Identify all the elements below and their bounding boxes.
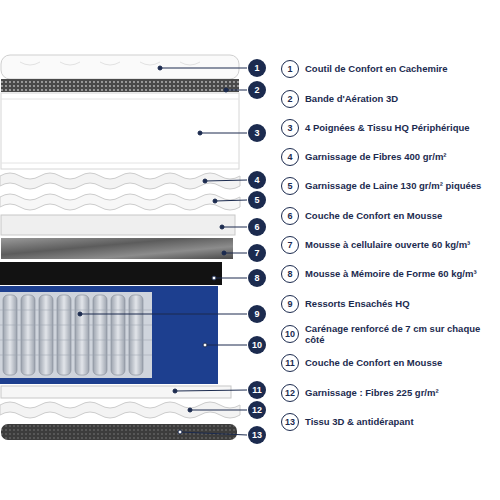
number-text: 9 — [254, 310, 259, 319]
non-slip-fabric — [1, 424, 237, 440]
callout-number: 9 — [248, 305, 266, 323]
callout-number: 4 — [248, 171, 266, 189]
list-number: 1 — [281, 60, 299, 78]
number-text: 3 — [254, 129, 259, 138]
callout-number: 1 — [248, 59, 266, 77]
number-text: 10 — [285, 330, 295, 339]
list-number: 11 — [281, 354, 299, 372]
number-text: 2 — [254, 86, 259, 95]
part-label: Carénage renforcé de 7 cm sur chaque côt… — [305, 323, 495, 346]
number-text: 8 — [254, 274, 259, 283]
wool-layer — [0, 194, 240, 210]
callout-number: 6 — [248, 218, 266, 236]
cover-layer — [1, 55, 239, 79]
number-text: 10 — [252, 341, 262, 350]
callout-number: 11 — [248, 381, 266, 399]
part-label: Garnissage de Fibres 400 gr/m² — [305, 151, 495, 162]
list-number: 10 — [281, 325, 299, 343]
list-number: 12 — [281, 384, 299, 402]
list-number: 8 — [281, 265, 299, 283]
number-text: 3 — [287, 124, 292, 133]
leader-lines — [78, 66, 247, 435]
number-text: 13 — [285, 418, 295, 427]
number-text: 6 — [254, 223, 259, 232]
callout-number: 5 — [248, 191, 266, 209]
number-text: 11 — [285, 359, 295, 368]
number-text: 5 — [254, 196, 259, 205]
number-text: 5 — [287, 182, 292, 191]
part-label: Bande d'Aération 3D — [305, 93, 495, 104]
part-label: Mousse à cellulaire ouverte 60 kg/m³ — [305, 239, 495, 250]
number-text: 4 — [254, 176, 259, 185]
spring-unit — [0, 292, 152, 378]
callout-number: 13 — [248, 426, 266, 444]
part-label: Couche de Confort en Mousse — [305, 210, 495, 221]
foam-frame — [0, 286, 218, 384]
list-number: 7 — [281, 236, 299, 254]
part-label: Garnissage de Laine 130 gr/m² piquées — [305, 180, 495, 191]
spring-coils — [0, 310, 152, 355]
list-number: 4 — [281, 148, 299, 166]
comfort-foam — [1, 215, 235, 235]
number-text: 1 — [287, 65, 292, 74]
number-text: 2 — [287, 95, 292, 104]
number-text: 9 — [287, 300, 292, 309]
list-number: 5 — [281, 177, 299, 195]
number-text: 6 — [287, 212, 292, 221]
list-number: 6 — [281, 207, 299, 225]
number-text: 4 — [287, 153, 292, 162]
quilting — [20, 62, 200, 65]
side-fabric — [1, 93, 239, 169]
number-text: 8 — [287, 270, 292, 279]
number-text: 11 — [252, 386, 262, 395]
callout-number: 2 — [248, 81, 266, 99]
list-number: 13 — [281, 413, 299, 431]
callout-number: 12 — [248, 401, 266, 419]
memory-foam — [0, 262, 222, 285]
part-label: Ressorts Ensachés HQ — [305, 298, 495, 309]
part-label: Garnissage : Fibres 225 gr/m² — [305, 387, 495, 398]
part-label: Mousse à Mémoire de Forme 60 kg/m³ — [305, 268, 495, 279]
list-number: 2 — [281, 90, 299, 108]
list-number: 9 — [281, 295, 299, 313]
number-text: 13 — [252, 431, 262, 440]
part-label: Couche de Confort en Mousse — [305, 357, 495, 368]
part-label: 4 Poignées & Tissu HQ Périphérique — [305, 122, 495, 133]
callout-number: 8 — [248, 269, 266, 287]
open-cell-foam — [1, 238, 233, 259]
number-text: 7 — [287, 241, 292, 250]
bottom-foam — [1, 386, 231, 398]
part-label: Coutil de Confort en Cachemire — [305, 63, 495, 74]
pocket-springs — [3, 295, 143, 375]
list-number: 3 — [281, 119, 299, 137]
fibre-layer — [0, 173, 240, 189]
number-text: 7 — [254, 249, 259, 258]
aeration-band — [1, 79, 239, 92]
number-text: 12 — [252, 406, 262, 415]
number-text: 1 — [254, 64, 259, 73]
callout-number: 7 — [248, 244, 266, 262]
number-text: 12 — [285, 389, 295, 398]
part-label: Tissu 3D & antidérapant — [305, 416, 495, 427]
callout-number: 3 — [248, 124, 266, 142]
callout-number: 10 — [248, 336, 266, 354]
